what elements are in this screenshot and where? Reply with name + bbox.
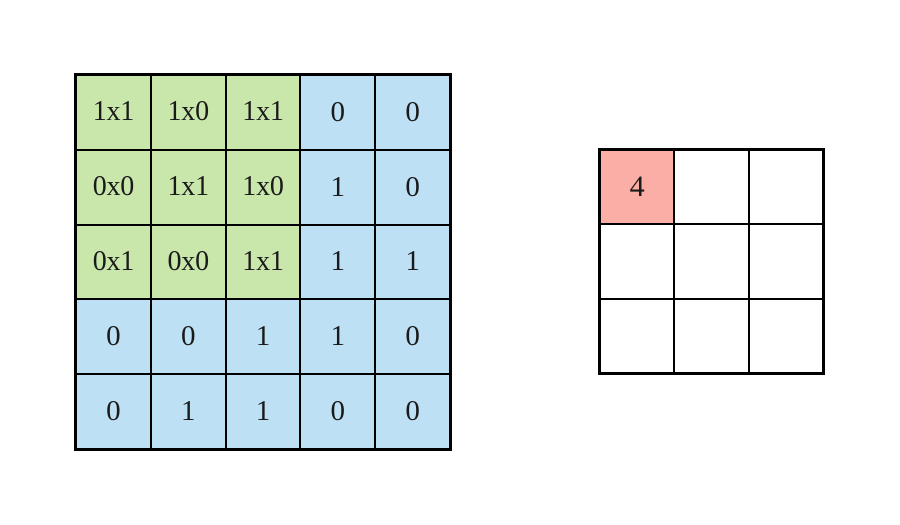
input-cell-r1-c1: 1x1 bbox=[77, 76, 150, 149]
input-cell-r2-c5: 0 bbox=[376, 150, 449, 224]
input-cell-r2-c1: 0x0 bbox=[77, 150, 150, 224]
output-cell-r1-c2 bbox=[675, 151, 748, 224]
input-cell-r1-c5: 0 bbox=[376, 76, 449, 149]
input-cell-r5-c1: 0 bbox=[77, 375, 150, 448]
output-cell-r2-c2 bbox=[675, 225, 748, 298]
output-cell-r2-c3 bbox=[749, 225, 822, 298]
input-cell-r3-c5: 1 bbox=[376, 225, 449, 299]
input-cell-r4-c1: 0 bbox=[77, 300, 150, 374]
output-cell-r1-c1: 4 bbox=[601, 151, 674, 224]
input-cell-r4-c4: 1 bbox=[301, 300, 375, 374]
output-cell-r3-c1 bbox=[601, 299, 674, 372]
output-cell-r3-c2 bbox=[675, 299, 748, 372]
input-cell-r4-c2: 0 bbox=[151, 300, 225, 374]
input-cell-r3-c4: 1 bbox=[301, 225, 375, 299]
output-cell-r1-c3 bbox=[749, 151, 822, 224]
input-cell-r2-c4: 1 bbox=[301, 150, 375, 224]
input-cell-r1-c3: 1x1 bbox=[226, 76, 300, 149]
input-cell-r5-c5: 0 bbox=[376, 375, 449, 448]
output-cell-r2-c1 bbox=[601, 225, 674, 298]
input-cell-r2-c3: 1x0 bbox=[226, 150, 300, 224]
input-cell-r1-c4: 0 bbox=[301, 76, 375, 149]
input-cell-r1-c2: 1x0 bbox=[151, 76, 225, 149]
input-cell-r2-c2: 1x1 bbox=[151, 150, 225, 224]
input-cell-r3-c1: 0x1 bbox=[77, 225, 150, 299]
output-feature-map-grid: 4 bbox=[598, 148, 825, 375]
input-cell-r5-c3: 1 bbox=[226, 375, 300, 448]
input-cell-r4-c5: 0 bbox=[376, 300, 449, 374]
input-cell-r5-c2: 1 bbox=[151, 375, 225, 448]
input-cell-r5-c4: 0 bbox=[301, 375, 375, 448]
input-cell-r3-c3: 1x1 bbox=[226, 225, 300, 299]
input-cell-r3-c2: 0x0 bbox=[151, 225, 225, 299]
input-cell-r4-c3: 1 bbox=[226, 300, 300, 374]
output-cell-r3-c3 bbox=[749, 299, 822, 372]
